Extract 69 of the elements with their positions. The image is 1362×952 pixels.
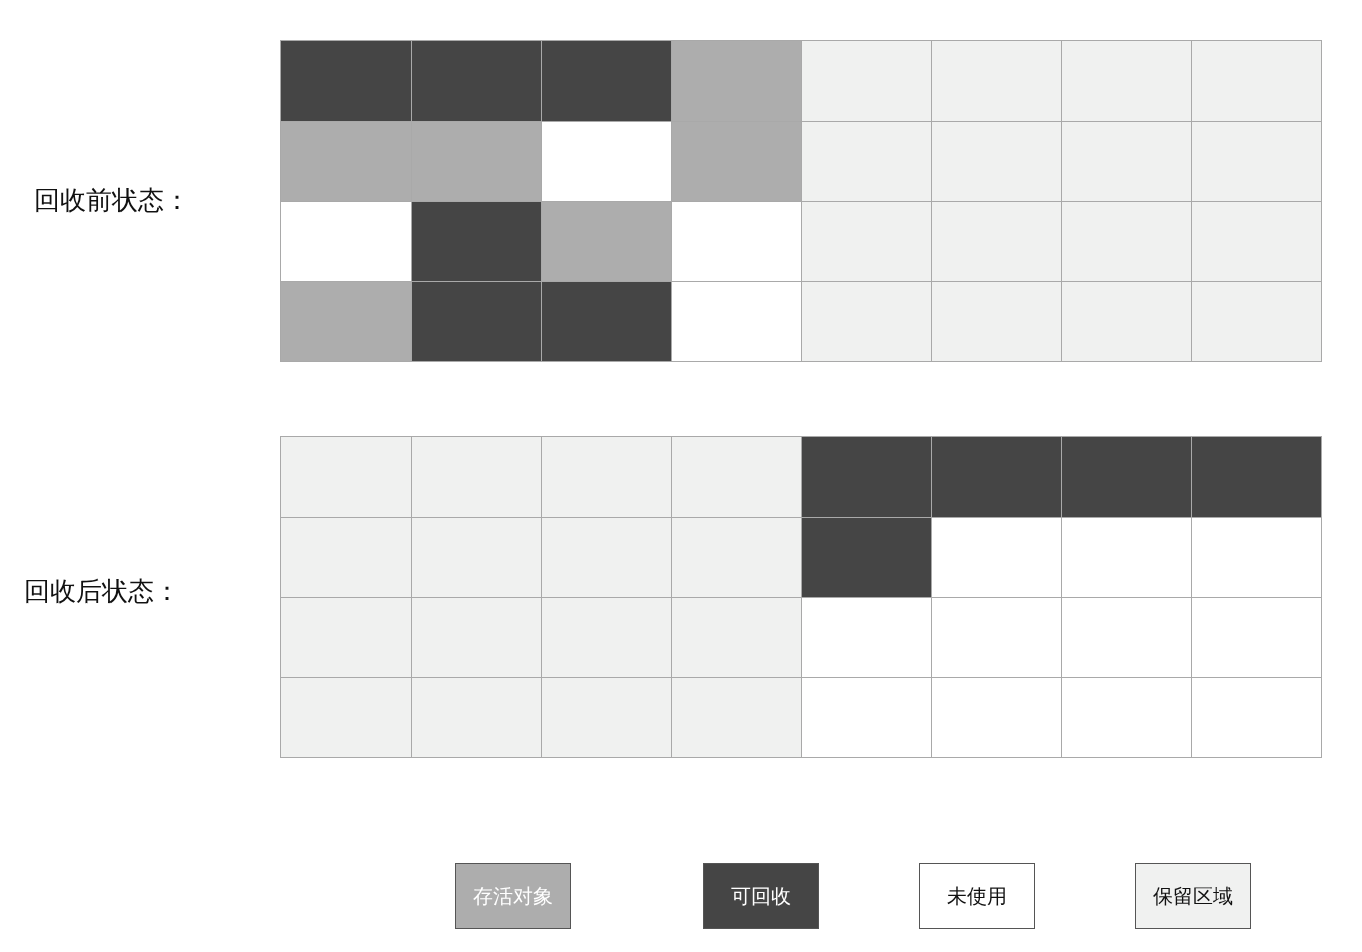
memory-block <box>1061 281 1191 361</box>
memory-block <box>1191 677 1321 757</box>
legend-label: 保留区域 <box>1153 883 1233 909</box>
memory-block <box>1061 437 1191 517</box>
memory-block <box>1061 201 1191 281</box>
memory-block <box>801 121 931 201</box>
memory-block <box>931 597 1061 677</box>
memory-block <box>801 597 931 677</box>
memory-block <box>541 517 671 597</box>
memory-block <box>1191 597 1321 677</box>
memory-block <box>281 41 411 121</box>
memory-block <box>411 517 541 597</box>
memory-block <box>1191 121 1321 201</box>
memory-block <box>281 437 411 517</box>
memory-block <box>281 121 411 201</box>
legend-label: 存活对象 <box>473 883 553 909</box>
memory-block <box>411 597 541 677</box>
memory-block <box>281 677 411 757</box>
memory-block <box>801 517 931 597</box>
memory-block <box>801 201 931 281</box>
memory-block <box>411 437 541 517</box>
memory-block <box>541 41 671 121</box>
memory-block <box>411 677 541 757</box>
memory-block <box>1191 201 1321 281</box>
memory-block <box>281 597 411 677</box>
memory-block <box>541 677 671 757</box>
memory-block <box>1191 281 1321 361</box>
memory-block <box>281 517 411 597</box>
memory-block <box>931 281 1061 361</box>
memory-block <box>671 517 801 597</box>
state-heading: 回收后状态： <box>24 575 180 608</box>
memory-block <box>541 201 671 281</box>
memory-block <box>1061 597 1191 677</box>
legend-label: 可回收 <box>731 883 791 909</box>
memory-block <box>1191 41 1321 121</box>
memory-block <box>541 437 671 517</box>
memory-block <box>541 281 671 361</box>
memory-block <box>931 677 1061 757</box>
memory-block <box>1061 41 1191 121</box>
memory-block <box>671 121 801 201</box>
memory-block <box>671 437 801 517</box>
memory-block <box>1191 437 1321 517</box>
memory-block <box>411 281 541 361</box>
memory-block <box>411 201 541 281</box>
memory-block <box>541 121 671 201</box>
memory-block <box>1191 517 1321 597</box>
memory-block <box>931 517 1061 597</box>
memory-block <box>1061 121 1191 201</box>
memory-block <box>801 677 931 757</box>
memory-block <box>931 437 1061 517</box>
memory-block <box>541 597 671 677</box>
memory-block <box>931 41 1061 121</box>
memory-block <box>671 281 801 361</box>
memory-block <box>671 41 801 121</box>
memory-block <box>801 41 931 121</box>
memory-block <box>931 121 1061 201</box>
memory-block <box>411 41 541 121</box>
memory-block <box>801 281 931 361</box>
memory-block <box>801 437 931 517</box>
memory-block <box>411 121 541 201</box>
memory-block <box>931 201 1061 281</box>
memory-block <box>671 597 801 677</box>
memory-block <box>281 281 411 361</box>
memory-block <box>671 677 801 757</box>
legend-label: 未使用 <box>947 883 1007 909</box>
memory-block <box>1061 517 1191 597</box>
memory-block <box>1061 677 1191 757</box>
memory-block <box>671 201 801 281</box>
state-heading: 回收前状态： <box>34 184 190 217</box>
